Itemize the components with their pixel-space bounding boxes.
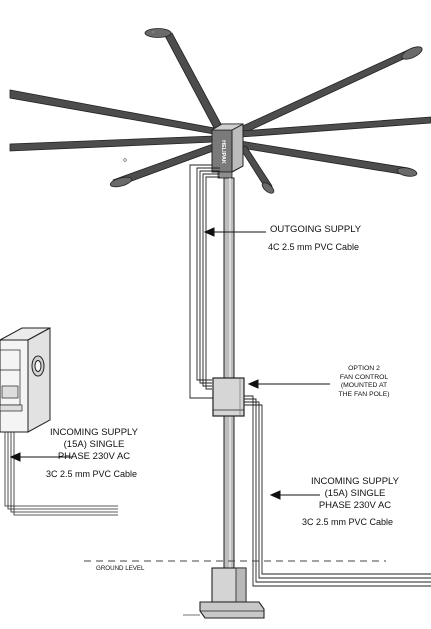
incoming-right-line: INCOMING SUPPLY [311, 476, 399, 487]
fan-pole [223, 177, 235, 569]
blade-tip-pad [109, 176, 133, 188]
option2-line: (MOUNTED AT [340, 382, 388, 390]
fan-blade [163, 32, 223, 129]
option2-line: THE FAN POLE) [338, 390, 390, 398]
outgoing-supply-cable [189, 164, 220, 399]
brand-logo-text: HELIPAK [220, 140, 226, 164]
decorative-dot [123, 158, 127, 162]
option2-line: OPTION 2 [348, 365, 380, 372]
blade-tip-pad [401, 46, 423, 60]
incoming-right-line: PHASE 230V AC [318, 500, 392, 511]
incoming-supply-right-label: INCOMING SUPPLY (15A) SINGLE PHASE 230V … [303, 476, 407, 512]
incoming-left-line: INCOMING SUPPLY [50, 427, 138, 438]
fan-blade [9, 135, 215, 152]
outgoing-supply-title: OUTGOING SUPPLY [270, 224, 362, 235]
incoming-left-line: (15A) SINGLE [63, 439, 125, 450]
blade-tip-pad [261, 182, 275, 194]
option2-line: FAN CONTROL [339, 373, 389, 381]
fan-control-box [212, 377, 245, 417]
incoming-right-cable-label: 3C 2.5 mm PVC Cable [302, 517, 394, 527]
wall-control-box [0, 327, 51, 433]
pole-base-foundation [183, 567, 265, 619]
blade-tip-pad [396, 167, 418, 177]
fan-blade [9, 89, 215, 135]
motor-housing [210, 123, 244, 179]
blade-tip-pad [144, 28, 172, 38]
fan-blade [239, 140, 409, 176]
incoming-right-line: (15A) SINGLE [324, 488, 386, 499]
incoming-left-cable-label: 3C 2.5 mm PVC Cable [46, 469, 138, 479]
incoming-supply-left-label: INCOMING SUPPLY (15A) SINGLE PHASE 230V … [44, 427, 144, 463]
decorative-dot [152, 31, 154, 33]
incoming-left-line: PHASE 230V AC [57, 451, 131, 462]
incoming-supply-cable-right [244, 395, 431, 587]
ground-level-label: GROUND LEVEL [96, 565, 145, 572]
incoming-supply-cable-left [4, 432, 118, 516]
fan-blade [239, 145, 273, 190]
annotation-arrows [9, 227, 330, 500]
outgoing-supply-cable-label: 4C 2.5 mm PVC Cable [268, 242, 360, 252]
option2-fan-control-label: OPTION 2 FAN CONTROL (MOUNTED AT THE FAN… [322, 365, 406, 399]
